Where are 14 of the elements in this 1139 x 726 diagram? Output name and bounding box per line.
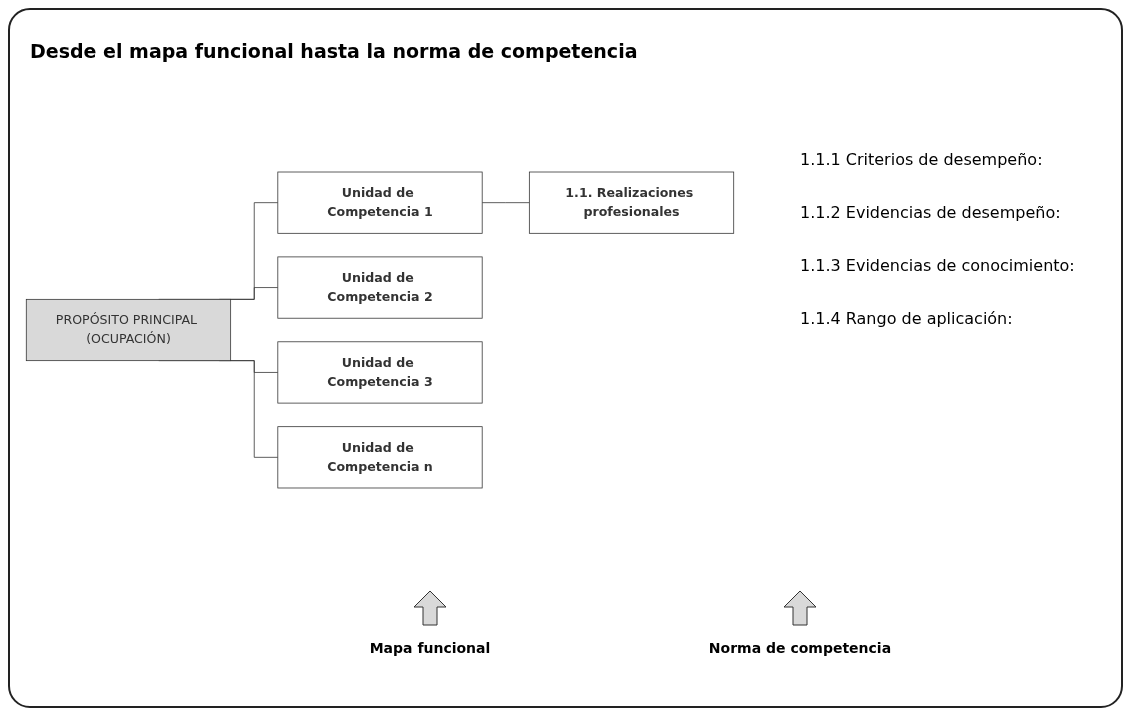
criteria-item: 1.1.4 Rango de aplicación: bbox=[800, 309, 1013, 328]
node-box: PROPÓSITO PRINCIPAL (OCUPACIÓN) bbox=[25, 298, 232, 362]
criteria-item: 1.1.2 Evidencias de desempeño: bbox=[800, 203, 1061, 222]
node-box: Unidad de Competencia n bbox=[277, 426, 483, 489]
criteria-item: 1.1.1 Criterios de desempeño: bbox=[800, 150, 1043, 169]
node-box: 1.1. Realizaciones profesionales bbox=[528, 171, 735, 234]
diagram-title: Desde el mapa funcional hasta la norma de competencia bbox=[30, 40, 638, 62]
node-box: Unidad de Competencia 2 bbox=[277, 256, 483, 319]
connector bbox=[481, 202, 530, 204]
caption-label: Mapa funcional bbox=[368, 640, 492, 656]
node-box: Unidad de Competencia 1 bbox=[277, 171, 483, 234]
criteria-item: 1.1.3 Evidencias de conocimiento: bbox=[800, 256, 1075, 275]
caption-label: Norma de competencia bbox=[707, 640, 893, 656]
node-box: Unidad de Competencia 3 bbox=[277, 341, 483, 404]
